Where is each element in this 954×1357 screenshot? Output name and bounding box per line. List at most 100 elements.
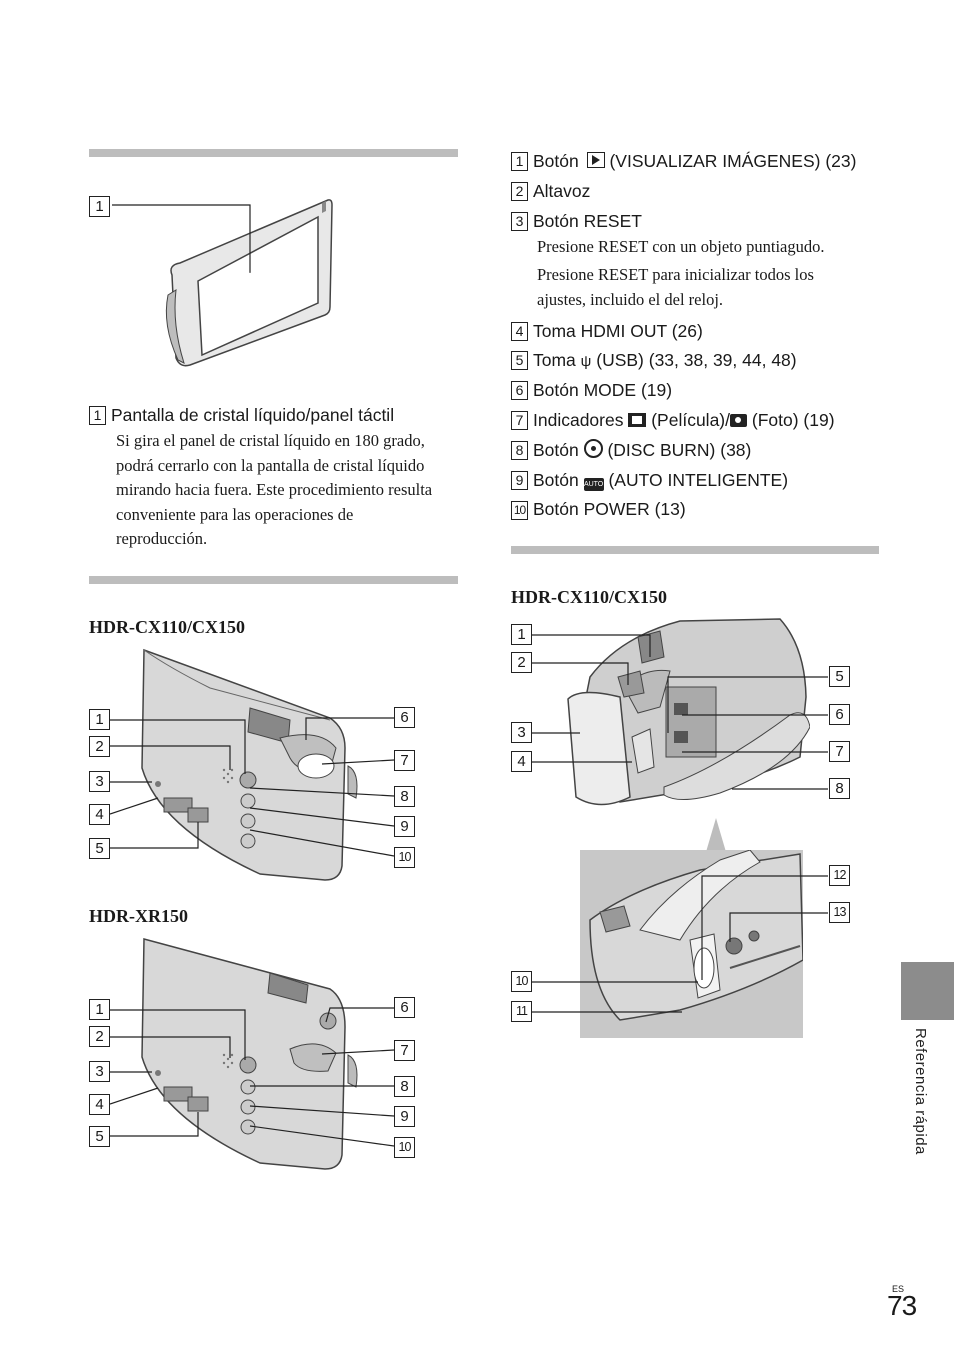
callout-number: 5: [95, 840, 104, 857]
callout-bottom-13: 13: [829, 902, 850, 923]
iauto-icon: AUTO: [583, 478, 604, 491]
callout-number: 11: [516, 1004, 528, 1018]
disc-icon: [583, 439, 603, 458]
callout-xr-5: 5: [89, 1126, 110, 1147]
callout-cx-3: 3: [89, 771, 110, 792]
item-label: Toma HDMI OUT (26): [533, 321, 703, 341]
callout-bottom-10: 10: [511, 971, 532, 992]
item-label: Indicadores: [533, 410, 624, 430]
page-number: 73: [887, 1290, 917, 1321]
callout-number: 2: [517, 654, 526, 671]
movie-icon: [628, 413, 647, 427]
callout-number: 10: [515, 974, 529, 988]
callout-cx-10: 10: [394, 847, 415, 868]
side-tab-label: Referencia rápida: [912, 1028, 929, 1155]
callout-number: 6: [400, 709, 409, 726]
callout-bottom-12: 12: [829, 865, 850, 886]
callout-number: 5: [95, 1128, 104, 1145]
callout-number: 8: [400, 788, 409, 805]
callout-number: 13: [833, 905, 847, 919]
lcd-leader-line: [112, 204, 251, 272]
item-label-rest: (AUTO INTELIGENTE): [603, 470, 789, 490]
callout-number: 2: [95, 738, 104, 755]
item-label: Altavoz: [533, 181, 591, 201]
callout-xr-4: 4: [89, 1094, 110, 1115]
callout-number: 6: [835, 706, 844, 723]
side-tab-marker: [901, 962, 954, 1020]
callout-xr-7: 7: [394, 1040, 415, 1061]
callout-cx-2: 2: [89, 736, 110, 757]
callout-number: 9: [400, 818, 409, 835]
callout-number: 1: [95, 198, 104, 215]
callout-number: 4: [95, 1096, 104, 1113]
callout-xr-10: 10: [394, 1137, 415, 1158]
callout-number: 12: [833, 868, 847, 882]
section-bar-side: [89, 576, 458, 584]
model-heading-cx: HDR-CX110/CX150: [89, 617, 245, 637]
rear-leaders: [532, 634, 828, 790]
usb-icon: ψ: [580, 353, 592, 370]
callout-xr-8: 8: [394, 1076, 415, 1097]
item-label: Toma: [533, 350, 576, 370]
item-number: 6: [511, 381, 528, 400]
list-item: 2 Altavoz: [511, 180, 590, 202]
item-number: 4: [511, 322, 528, 341]
item-number: 9: [511, 471, 528, 490]
item-label: Botón: [533, 440, 584, 460]
lcd-callout: 1: [89, 196, 110, 217]
item-label-mid: (Película)/: [646, 410, 730, 430]
item-label-rest: (USB) (33, 38, 39, 44, 48): [591, 350, 797, 370]
bottom-leaders: [532, 875, 828, 1013]
list-item: 3 Botón RESET: [511, 210, 642, 232]
callout-rear-6: 6: [829, 704, 850, 725]
callout-number: 8: [400, 1078, 409, 1095]
reset-description-1: Presione RESET con un objeto puntiagudo.: [537, 237, 825, 256]
callout-number: 1: [95, 1001, 104, 1018]
up-arrow-indicator: [706, 818, 726, 852]
callout-number: 8: [835, 780, 844, 797]
callout-cx-8: 8: [394, 786, 415, 807]
callout-xr-3: 3: [89, 1061, 110, 1082]
callout-number: 2: [95, 1028, 104, 1045]
section-bar-rear: [511, 546, 879, 554]
item-number: 3: [511, 212, 528, 231]
item-number: 10: [511, 501, 528, 520]
callout-bottom-11: 11: [511, 1001, 532, 1022]
callout-cx-7: 7: [394, 750, 415, 771]
lcd-description: Si gira el panel de cristal líquido en 1…: [116, 431, 433, 548]
callout-rear-5: 5: [829, 666, 850, 687]
item-number: 8: [511, 441, 528, 460]
item-number: 2: [511, 182, 528, 201]
callout-number: 9: [400, 1108, 409, 1125]
camcorder-rear-illustration: [567, 618, 810, 806]
reset-description-2: Presione RESET para inicializar todos lo…: [537, 265, 814, 309]
callout-number: 10: [398, 850, 412, 864]
list-item: 4 Toma HDMI OUT (26): [511, 320, 703, 342]
callout-number: 1: [95, 711, 104, 728]
item-label: Botón: [533, 151, 579, 171]
callout-number: 1: [517, 626, 526, 643]
callout-number: 7: [835, 743, 844, 760]
camcorder-side-illustration-cx: [141, 648, 358, 881]
callout-cx-9: 9: [394, 816, 415, 837]
callout-rear-2: 2: [511, 652, 532, 673]
callout-number: 4: [95, 806, 104, 823]
play-icon: [586, 152, 605, 168]
callout-number: 6: [400, 999, 409, 1016]
callout-number: 3: [95, 1063, 104, 1080]
item-label-rest: (VISUALIZAR IMÁGENES) (23): [604, 151, 857, 171]
item-number: 7: [511, 411, 528, 430]
side-leaders-xr: [110, 1007, 395, 1147]
item-label: Botón RESET: [533, 211, 642, 231]
item-label: Botón: [533, 470, 579, 490]
callout-rear-1: 1: [511, 624, 532, 645]
list-item: 9 Botón AUTO (AUTO INTELIGENTE): [511, 469, 788, 491]
callout-cx-5: 5: [89, 838, 110, 859]
item-number: 5: [511, 351, 528, 370]
language-code: ES: [892, 1284, 905, 1294]
